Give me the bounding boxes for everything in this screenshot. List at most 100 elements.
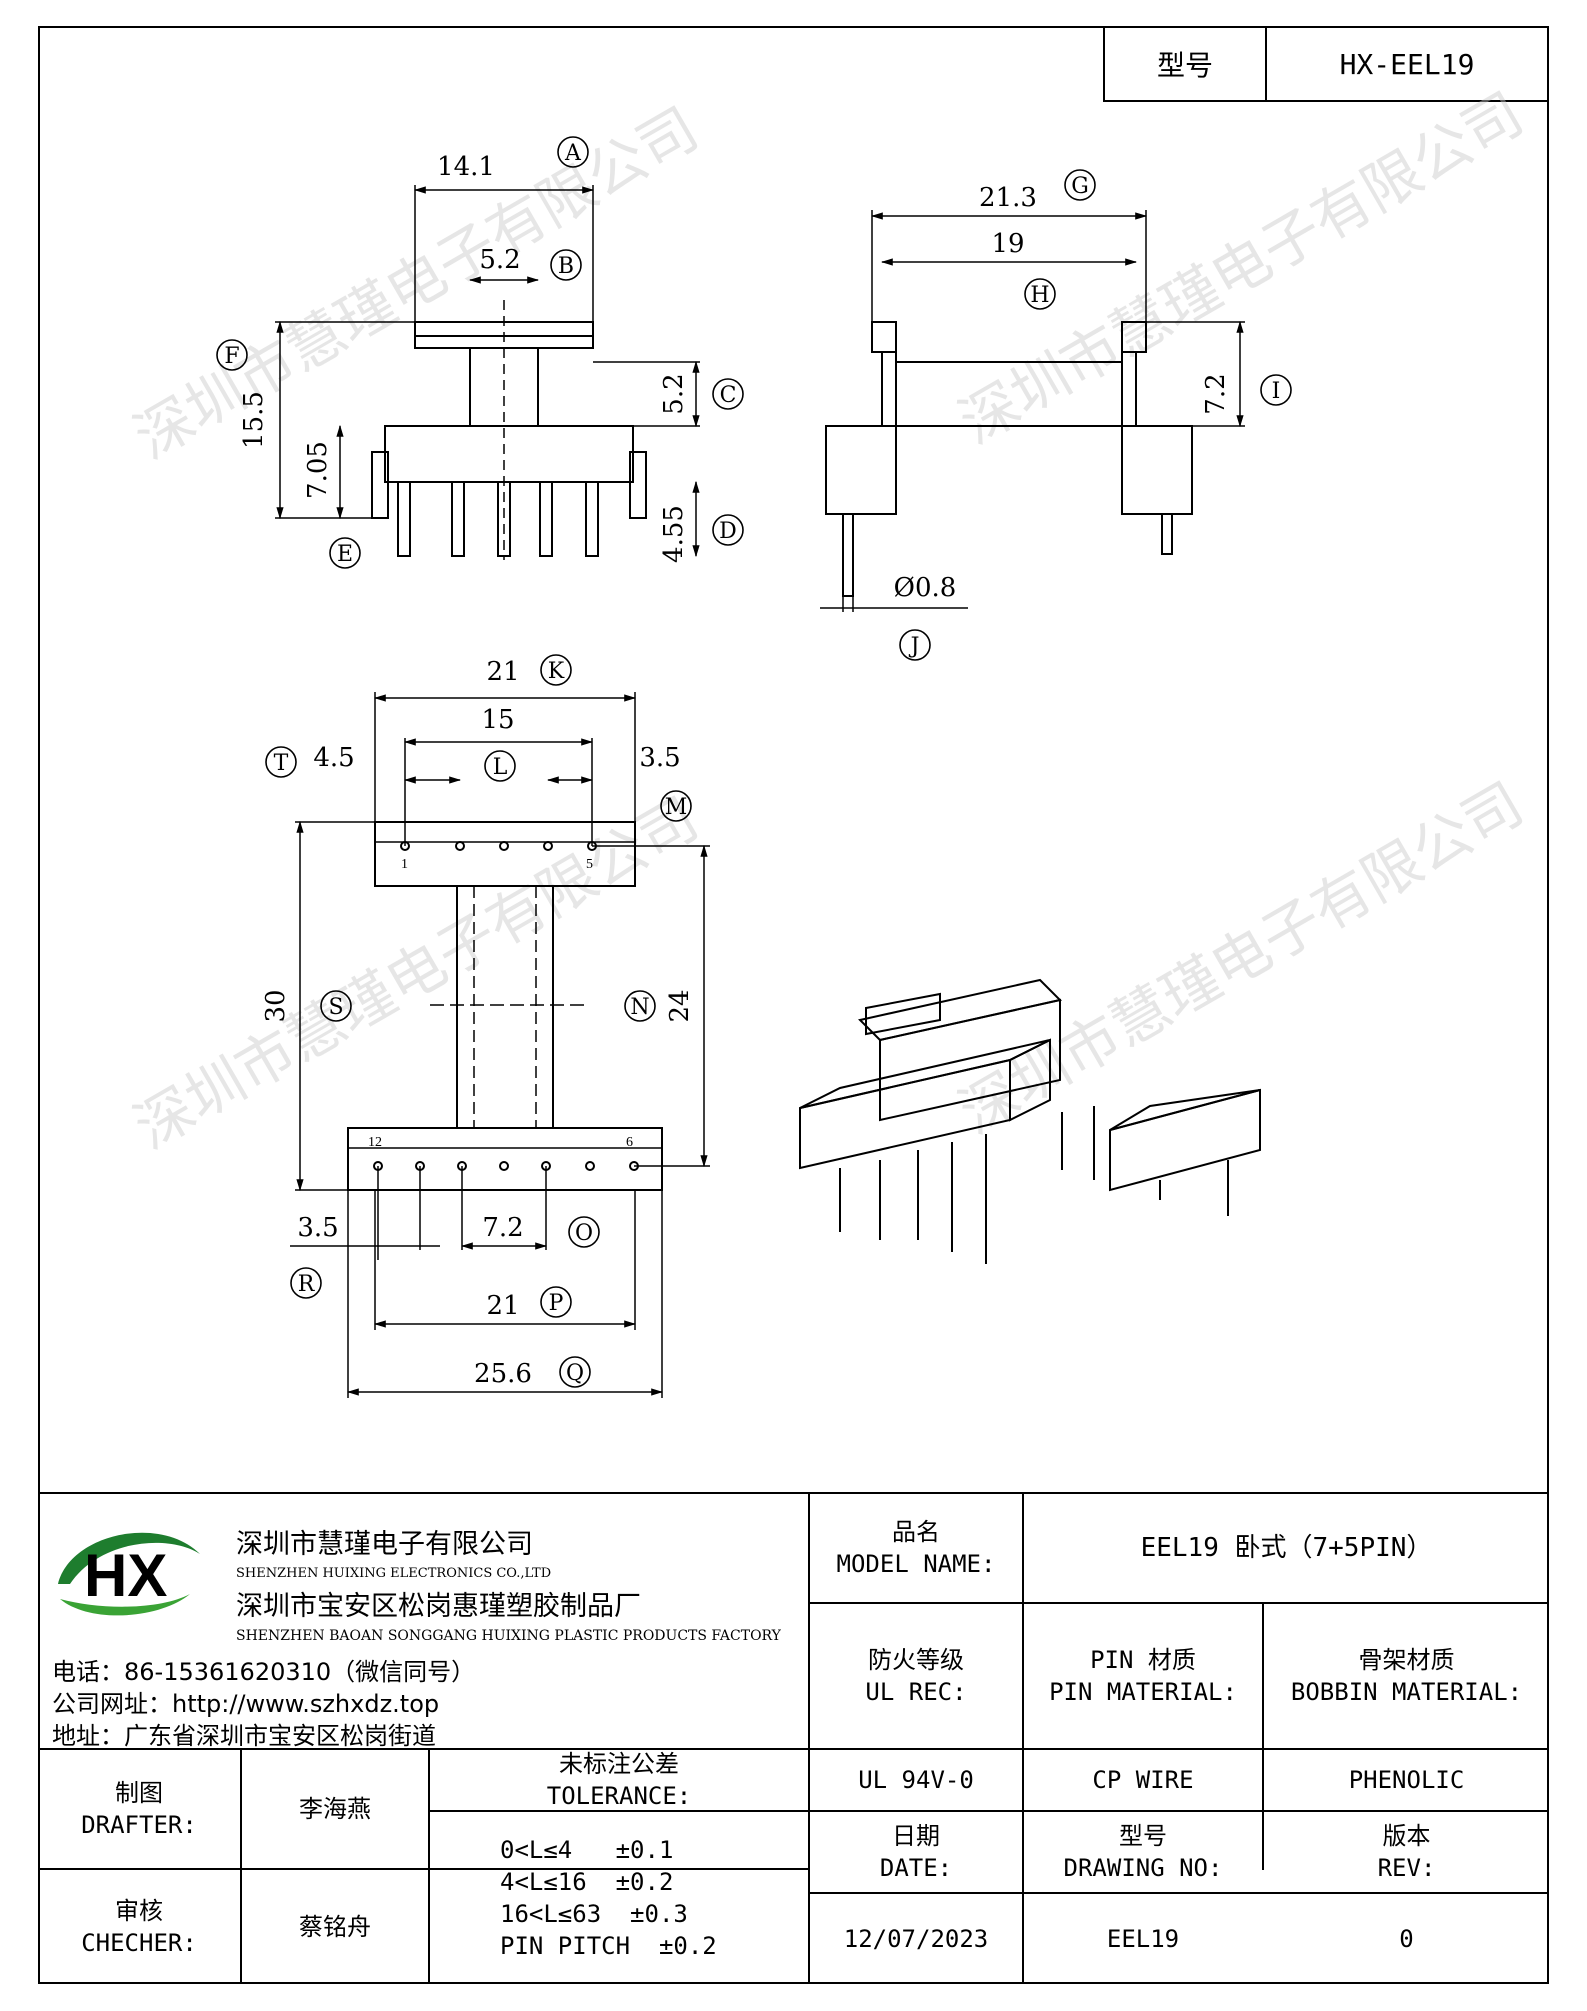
- company-phone: 电话：86-15361620310（微信同号）: [52, 1658, 476, 1686]
- tolerance-en: TOLERANCE:: [546, 1782, 692, 1810]
- ref-label-e: E: [337, 542, 353, 567]
- pin-mark-5: 5: [586, 857, 593, 872]
- model-name-label: 品名 MODEL NAME:: [810, 1494, 1022, 1602]
- dim-n-value: 24: [665, 989, 695, 1022]
- tolerance-row: 4<L≤16 ±0.2: [500, 1868, 674, 1896]
- drawing-no-cn: 型号: [1119, 1822, 1167, 1850]
- reference-labels: A B C D E F G H I J K L T M S N O R P Q: [216, 136, 1292, 1388]
- tolerance-table: 0<L≤4 ±0.1 4<L≤16 ±0.2 16<L≤63 ±0.3 PIN …: [430, 1812, 808, 1984]
- company-logo: HX: [50, 1514, 210, 1624]
- drawing-no-en: DRAWING NO:: [1063, 1854, 1223, 1882]
- dim-s-value: 30: [261, 989, 291, 1022]
- ref-label-h: H: [1030, 283, 1049, 308]
- bottom-view: [290, 692, 710, 1398]
- drafter-cn: 制图: [115, 1779, 163, 1807]
- ref-label-b: B: [558, 254, 574, 279]
- dim-a-value: 14.1: [437, 152, 495, 182]
- dim-e-value: 7.05: [303, 441, 333, 499]
- model-box-value: HX-EEL19: [1339, 47, 1475, 81]
- dim-c-value: 5.2: [659, 373, 689, 414]
- ref-label-i: I: [1272, 379, 1281, 404]
- pin-mark-6: 6: [626, 1135, 633, 1150]
- ref-label-o: O: [575, 1221, 593, 1246]
- ul-rec-value: UL 94V-0: [858, 1766, 974, 1794]
- logo-text: HX: [84, 1542, 167, 1609]
- dim-h-value: 19: [991, 229, 1024, 259]
- model-name-en: MODEL NAME:: [836, 1550, 996, 1578]
- ref-label-p: P: [549, 1291, 564, 1316]
- rev-label: 版本 REV:: [1264, 1812, 1549, 1892]
- ref-label-d: D: [719, 519, 737, 544]
- ul-rec-label: 防火等级 UL REC:: [810, 1604, 1022, 1748]
- rev-cn: 版本: [1382, 1822, 1431, 1850]
- bobbin-material-value: PHENOLIC: [1348, 1766, 1465, 1794]
- bobbin-material-label: 骨架材质 BOBBIN MATERIAL:: [1264, 1604, 1549, 1748]
- pin-material-value: CP WIRE: [1092, 1766, 1194, 1794]
- ref-label-f: F: [224, 344, 239, 369]
- pin-material-en: PIN MATERIAL:: [1049, 1678, 1237, 1706]
- drafter-label: 制图 DRAFTER:: [38, 1750, 240, 1868]
- model-box: 型号 HX-EEL19: [1103, 26, 1549, 102]
- model-name-value-text: EEL19 卧式（7+5PIN）: [1140, 1533, 1433, 1563]
- tolerance-label: 未标注公差 TOLERANCE:: [430, 1750, 808, 1810]
- date-cn: 日期: [892, 1822, 940, 1850]
- ref-label-n: N: [630, 995, 649, 1020]
- front-view: [275, 185, 700, 560]
- ref-label-r: R: [298, 1272, 316, 1297]
- dim-r-value: 3.5: [297, 1213, 338, 1243]
- company-website: 公司网址：http://www.szhxdz.top: [52, 1690, 440, 1718]
- pin-mark-1: 1: [401, 857, 408, 872]
- drawing-frame: [38, 26, 1549, 1984]
- dim-o-value: 7.2: [482, 1213, 523, 1243]
- date-label: 日期 DATE:: [810, 1812, 1022, 1892]
- company-name-cn: 深圳市慧瑾电子有限公司: [236, 1529, 533, 1560]
- model-name-cn: 品名: [892, 1518, 940, 1546]
- factory-name-en: SHENZHEN BAOAN SONGGANG HUIXING PLASTIC …: [236, 1628, 781, 1644]
- company-address: 地址：广东省深圳市宝安区松岗街道: [52, 1722, 436, 1750]
- dim-b-value: 5.2: [479, 245, 520, 275]
- tolerance-row: PIN PITCH ±0.2: [500, 1932, 717, 1960]
- ref-label-q: Q: [566, 1361, 584, 1386]
- checker-name: 蔡铭舟: [299, 1913, 371, 1941]
- rev-en: REV:: [1377, 1854, 1436, 1882]
- drafter-name: 李海燕: [299, 1795, 371, 1823]
- ref-label-j: J: [909, 634, 920, 659]
- dim-m-value: 3.5: [639, 743, 680, 773]
- model-name-value: EEL19 卧式（7+5PIN）: [1024, 1494, 1549, 1602]
- date-en: DATE:: [879, 1854, 953, 1882]
- tolerance-row: 16<L≤63 ±0.3: [500, 1900, 688, 1928]
- dim-d-value: 4.55: [659, 505, 689, 563]
- dim-j-value: Ø0.8: [894, 573, 957, 603]
- dim-p-value: 21: [486, 1291, 519, 1321]
- isometric-view: [799, 978, 1261, 1264]
- checker-label: 审核 CHECHER:: [38, 1870, 240, 1984]
- ref-label-t: T: [274, 751, 289, 776]
- technical-drawing: 深圳市慧瑾电子有限公司 深圳市慧瑾电子有限公司 深圳市慧瑾电子有限公司 深圳市慧…: [123, 79, 1535, 1398]
- dim-k-value: 21: [486, 657, 519, 687]
- bobbin-material-en: BOBBIN MATERIAL:: [1290, 1678, 1523, 1706]
- ref-label-c: C: [720, 383, 737, 408]
- title-block: HX 深圳市慧瑾电子有限公司 SHENZHEN HUIXING ELECTRON…: [38, 1492, 1549, 1984]
- drawing-no-value: EEL19: [1106, 1925, 1180, 1953]
- checker-en: CHECHER:: [81, 1929, 197, 1957]
- drafter-en: DRAFTER:: [81, 1811, 197, 1839]
- company-name-en: SHENZHEN HUIXING ELECTRONICS CO.,LTD: [236, 1566, 552, 1581]
- ref-label-g: G: [1071, 174, 1089, 199]
- dim-q-value: 25.6: [474, 1359, 532, 1389]
- pin-material-label: PIN 材质 PIN MATERIAL:: [1024, 1604, 1262, 1748]
- dim-g-value: 21.3: [979, 183, 1037, 213]
- drawing-no-label: 型号 DRAWING NO:: [1024, 1812, 1262, 1892]
- side-view: [820, 210, 1245, 612]
- dim-f-value: 15.5: [239, 391, 269, 449]
- dim-i-value: 7.2: [1201, 373, 1231, 414]
- tolerance-row: 0<L≤4 ±0.1: [500, 1836, 674, 1864]
- bobbin-material-cn: 骨架材质: [1358, 1646, 1455, 1674]
- dim-t-value: 4.5: [313, 743, 354, 773]
- model-box-label: 型号: [1105, 28, 1267, 100]
- ref-label-a: A: [564, 141, 582, 166]
- ref-label-m: M: [665, 795, 688, 820]
- pin-mark-12: 12: [368, 1135, 382, 1150]
- tolerance-cn: 未标注公差: [559, 1750, 679, 1778]
- date-value: 12/07/2023: [843, 1925, 989, 1953]
- rev-value: 0: [1399, 1925, 1414, 1953]
